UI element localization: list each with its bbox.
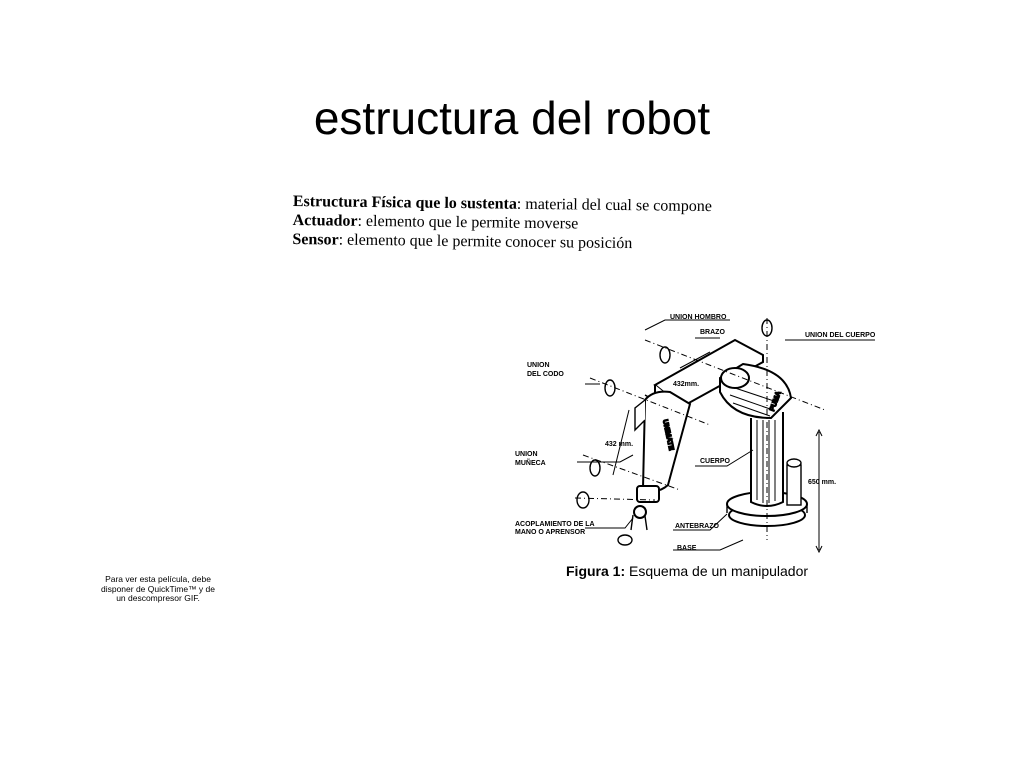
caption-text: Esquema de un manipulador (625, 563, 809, 579)
quicktime-line: un descompresor GIF. (116, 593, 200, 603)
label-dim-brazo: 432mm. (673, 381, 699, 388)
quicktime-notice: Para ver esta película, debe disponer de… (82, 574, 234, 604)
caption-label: Figura 1: (566, 563, 626, 579)
robot-shoulder: PUMA (719, 362, 793, 420)
label-acoplamiento: MANO O APRENSOR (515, 529, 585, 536)
quicktime-line: Para ver esta película, debe (105, 574, 211, 584)
label-union-codo: UNION (527, 362, 550, 369)
label-base: BASE (677, 545, 697, 552)
definition-text: : material del cual se compone (516, 195, 712, 216)
label-cuerpo: CUERPO (700, 458, 731, 465)
rotation-arrows (576, 319, 773, 546)
label-union-muneca: UNION (515, 451, 538, 458)
definition-text: : elemento que le permite conocer su pos… (338, 231, 633, 253)
figure-caption: Figura 1: Esquema de un manipulador (566, 563, 808, 579)
diagram-labels: UNION HOMBRO BRAZO UNION DEL CUERPO UNIO… (515, 314, 876, 552)
label-union-cuerpo: UNION DEL CUERPO (805, 332, 876, 339)
label-dim-antebrazo: 432 mm. (605, 441, 633, 448)
definition-term: Actuador (292, 211, 358, 230)
label-antebrazo: ANTEBRAZO (675, 523, 719, 530)
label-dim-cuerpo: 650 mm. (808, 479, 836, 486)
label-brazo: BRAZO (700, 329, 725, 336)
definition-term: Estructura Física que lo sustenta (292, 192, 517, 213)
label-acoplamiento: ACOPLAMIENTO DE LA (515, 521, 595, 528)
definitions-list: Estructura Física que lo sustenta: mater… (292, 192, 753, 255)
definition-term: Sensor (292, 230, 339, 249)
robot-gripper (630, 485, 660, 531)
dimension-lines (612, 351, 823, 554)
label-union-hombro: UNION HOMBRO (670, 314, 727, 321)
manipulator-diagram: PUMA UNIMATE (515, 314, 876, 554)
quicktime-line: disponer de QuickTime™ y de (100, 583, 215, 594)
robot-forearm: UNIMATE (634, 390, 692, 492)
label-leaders (577, 319, 875, 551)
label-union-codo: DEL CODO (527, 371, 564, 378)
slide-title: estructura del robot (313, 92, 711, 144)
definition-text: : elemento que le permite moverse (357, 212, 579, 233)
label-union-muneca: MUÑECA (515, 458, 546, 467)
